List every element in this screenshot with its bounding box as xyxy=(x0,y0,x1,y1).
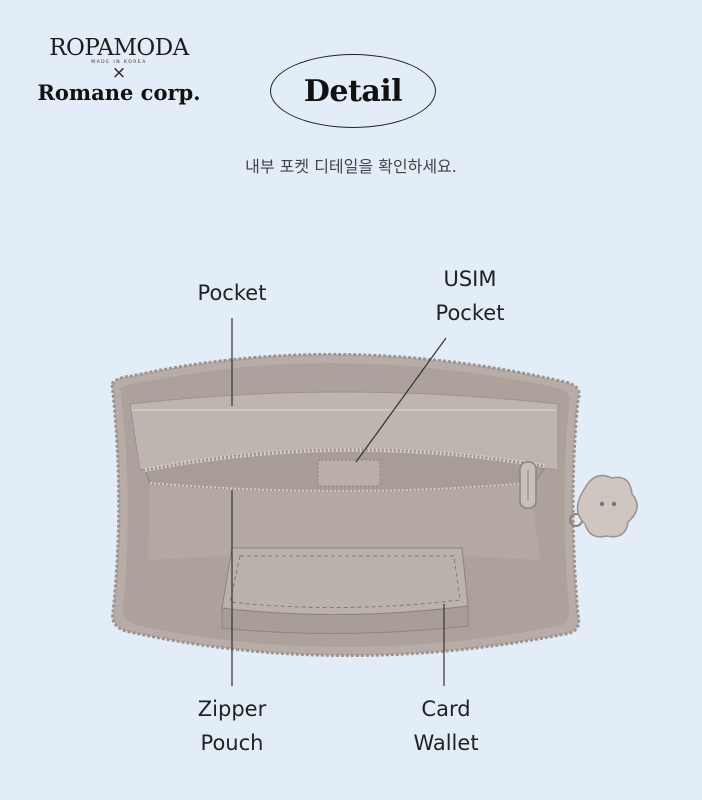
charm-eye-left xyxy=(599,501,605,507)
label-usim-pocket: USIM Pocket xyxy=(402,262,538,330)
charm-eye-right xyxy=(611,501,617,507)
brand-made-in-korea: MADE IN KOREA xyxy=(91,60,147,65)
usim-leader-line xyxy=(355,337,447,463)
brand-ropamoda: ROPAMODA xyxy=(49,35,189,61)
label-card-line1: Card xyxy=(421,697,471,721)
label-pocket: Pocket xyxy=(170,276,294,310)
detail-badge: Detail xyxy=(270,54,436,128)
zipper-teeth-top xyxy=(144,447,546,472)
zipper-pouch-body xyxy=(148,484,540,560)
page-title: Detail xyxy=(303,73,403,109)
page-subtitle: 내부 포켓 디테일을 확인하세요. xyxy=(245,157,457,176)
card-wallet xyxy=(221,547,469,616)
label-usim-line1: USIM xyxy=(443,267,497,291)
label-zipper-line1: Zipper xyxy=(197,697,267,721)
label-zipper-line2: Pouch xyxy=(200,731,264,755)
brand-logo: ROPAMODA MADE IN KOREA × Romane corp. xyxy=(34,35,204,105)
label-card-line2: Wallet xyxy=(413,731,479,755)
label-card-wallet: Card Wallet xyxy=(384,692,508,760)
zipper-teeth-bottom xyxy=(149,482,531,494)
usim-pocket xyxy=(317,459,381,487)
charm-body xyxy=(576,474,638,538)
brand-cross: × xyxy=(111,63,127,83)
label-pocket-text: Pocket xyxy=(197,281,267,305)
label-zipper-pouch: Zipper Pouch xyxy=(170,692,294,760)
label-usim-line2: Pocket xyxy=(435,301,505,325)
brand-romane: Romane corp. xyxy=(37,80,201,105)
